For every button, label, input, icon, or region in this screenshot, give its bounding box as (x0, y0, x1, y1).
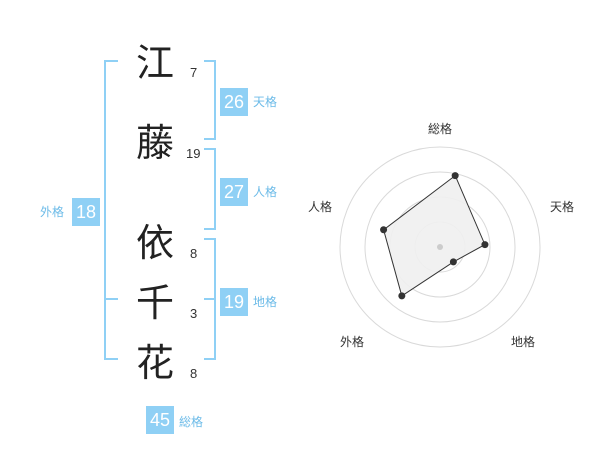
name-char-2: 藤 (135, 121, 174, 165)
radar-point-1 (451, 172, 459, 180)
jinkaku-label: 人格 (253, 185, 278, 199)
chikaku-label: 地格 (253, 295, 278, 309)
radar-axis-label-jinkaku: 人格 (308, 199, 332, 214)
stroke-count-3: 8 (190, 246, 198, 261)
radar-ring (339, 146, 541, 348)
stroke-count-2: 19 (186, 146, 201, 161)
name-char-3: 依 (135, 221, 174, 265)
tenkaku-label: 天格 (253, 95, 278, 109)
name-char-4: 千 (135, 281, 174, 325)
radar-point-3 (449, 258, 457, 266)
name-char-5: 花 (135, 341, 174, 385)
stroke-count-1: 7 (190, 65, 198, 80)
radar-axis-label-soukaku: 総格 (428, 121, 452, 136)
radar-point-2 (481, 241, 489, 249)
jinkaku-score-badge: 27 (220, 178, 248, 206)
gaikaku-divider (104, 298, 118, 300)
radar-point-5 (380, 226, 388, 234)
name-char-1: 江 (135, 41, 174, 85)
chikaku-divider (204, 298, 216, 300)
gaikaku-bracket (104, 60, 118, 360)
gaikaku-score-badge: 18 (72, 198, 100, 226)
radar-value-area (383, 174, 486, 297)
radar-axis-label-tenkaku: 天格 (550, 199, 574, 214)
gaikaku-label: 外格 (40, 205, 65, 219)
jinkaku-bracket (204, 148, 216, 230)
radar-point-4 (398, 292, 406, 300)
radar-center-dot (437, 244, 443, 250)
radar-points (380, 172, 489, 300)
soukaku-label: 総格 (179, 415, 204, 429)
tenkaku-score-badge: 26 (220, 88, 248, 116)
soukaku-score-badge: 45 (146, 406, 174, 434)
stroke-count-5: 8 (190, 366, 198, 381)
chikaku-score-badge: 19 (220, 288, 248, 316)
radar-chart: 総格 天格 地格 外格 人格 (308, 121, 574, 349)
stroke-count-4: 3 (190, 306, 198, 321)
radar-ring (364, 171, 516, 323)
radar-axis-label-gaikaku: 外格 (340, 334, 364, 349)
radar-axis-label-chikaku: 地格 (511, 334, 535, 349)
tenkaku-bracket (204, 60, 216, 140)
